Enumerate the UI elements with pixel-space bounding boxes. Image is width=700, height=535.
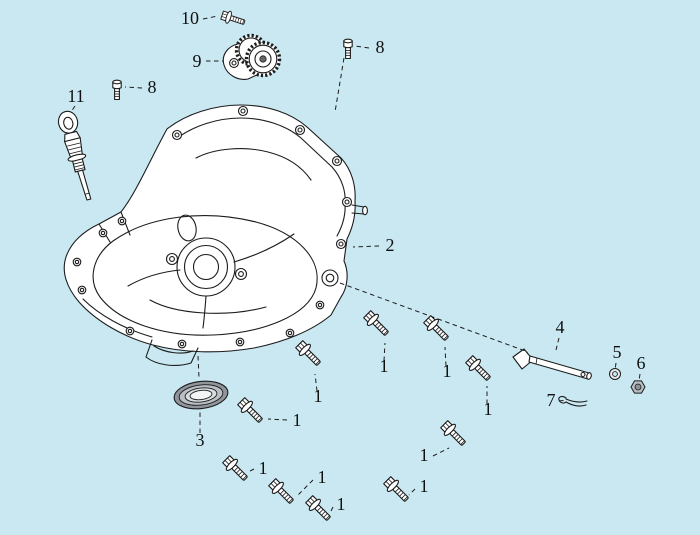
callout-label-4: 4 bbox=[556, 317, 565, 337]
callout-label-1: 1 bbox=[293, 410, 302, 430]
callout-label-1: 1 bbox=[259, 458, 268, 478]
callout-label-11: 11 bbox=[67, 86, 84, 106]
leader-line-1 bbox=[329, 506, 334, 514]
leader-line-1 bbox=[297, 479, 314, 496]
mounting-tab bbox=[145, 339, 199, 366]
stud-part-8-left bbox=[112, 79, 122, 101]
callout-label-1: 1 bbox=[484, 399, 493, 419]
leader-line-7 bbox=[558, 399, 568, 402]
callout-label-2: 2 bbox=[386, 235, 395, 255]
callout-label-10: 10 bbox=[181, 8, 199, 28]
assembly-dashed-line bbox=[339, 282, 529, 353]
callout-label-1: 1 bbox=[420, 445, 429, 465]
pipe-stub bbox=[351, 204, 368, 216]
leader-line-5 bbox=[614, 362, 617, 371]
callout-label-8: 8 bbox=[376, 37, 385, 57]
leader-line-1 bbox=[432, 447, 450, 457]
leader-line-1 bbox=[383, 342, 386, 362]
cover-part-2 bbox=[63, 104, 368, 366]
oval-opening bbox=[177, 214, 197, 242]
leader-line-1 bbox=[267, 418, 288, 421]
leader-line-11 bbox=[70, 105, 76, 113]
leader-line-1 bbox=[408, 488, 416, 496]
callout-label-6: 6 bbox=[637, 353, 646, 373]
cover-flange-bolt-holes bbox=[72, 216, 325, 349]
pump-part-9 bbox=[222, 33, 282, 80]
dipstick-thread bbox=[72, 158, 86, 173]
callout-label-5: 5 bbox=[613, 342, 622, 362]
callout-label-1: 1 bbox=[380, 356, 389, 376]
callout-label-1: 1 bbox=[314, 386, 323, 406]
callout-label-1: 1 bbox=[318, 467, 327, 487]
dipstick-part-11 bbox=[57, 110, 92, 201]
leader-line-4 bbox=[555, 337, 560, 351]
rod-pin-hole bbox=[580, 371, 586, 378]
leader-line-1 bbox=[314, 373, 318, 392]
leader-line-8 bbox=[124, 86, 143, 89]
callout-label-3: 3 bbox=[196, 430, 205, 450]
assembly-dashed-line bbox=[334, 57, 345, 113]
gear-shaft bbox=[259, 55, 267, 63]
flange-inner-edge bbox=[92, 215, 318, 336]
leader-line-1 bbox=[444, 346, 447, 367]
callout-label-7: 7 bbox=[547, 390, 556, 410]
cover-top-bolt-holes bbox=[171, 105, 353, 250]
leader-line-8 bbox=[354, 45, 370, 49]
leader-line-2 bbox=[352, 245, 380, 248]
callout-label-1: 1 bbox=[443, 361, 452, 381]
stud-part-8-right bbox=[343, 38, 353, 60]
callout-label-1: 1 bbox=[420, 476, 429, 496]
leader-line-6 bbox=[638, 373, 641, 382]
dipstick-rod bbox=[77, 169, 92, 201]
leader-line-1 bbox=[247, 468, 255, 473]
rod-part-4 bbox=[512, 348, 592, 380]
leader-line-10 bbox=[202, 15, 219, 20]
assembly-lines-layer bbox=[197, 57, 529, 379]
nut-part-6 bbox=[630, 380, 646, 394]
washer-part-5 bbox=[609, 368, 621, 380]
callout-label-8: 8 bbox=[148, 77, 157, 97]
threaded-boss bbox=[321, 269, 339, 287]
assembly-dashed-line bbox=[197, 355, 200, 379]
cotter-pin-part-7 bbox=[558, 395, 588, 407]
callout-label-9: 9 bbox=[193, 51, 202, 71]
callout-label-1: 1 bbox=[337, 494, 346, 514]
seal-part-3 bbox=[173, 380, 229, 410]
